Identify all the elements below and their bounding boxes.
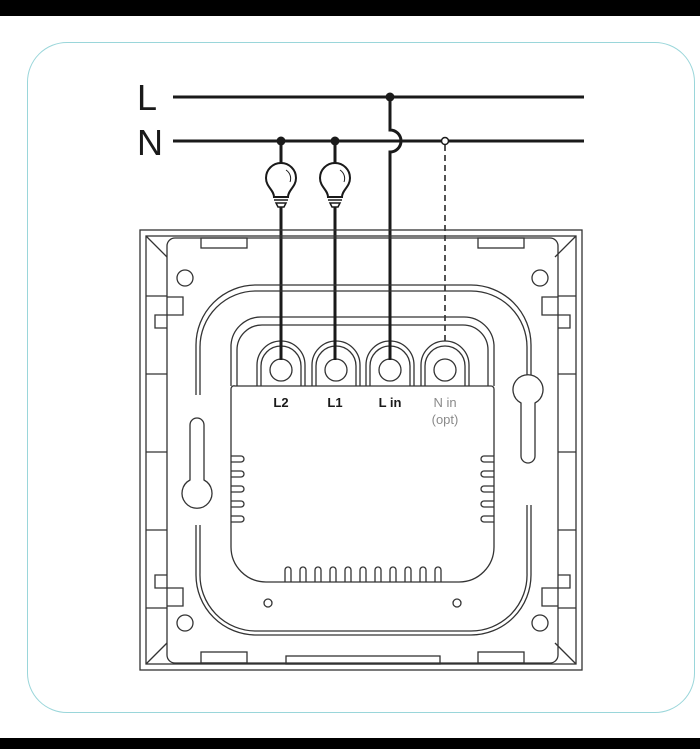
terminal-label-l2: L2 [273,395,288,410]
terminal-label-l1: L1 [327,395,342,410]
bottom-bar [0,738,700,749]
terminal-note-optional: (opt) [432,412,459,427]
neutral-line-label: N [137,122,163,163]
terminal-label-nin: N in [433,395,456,410]
top-bar [0,0,700,16]
junction-dot [385,92,395,102]
terminal-lin-screw [378,358,402,382]
bulb-icon [264,162,298,198]
terminal-l2-screw [269,358,293,382]
relay-module [230,385,495,583]
live-line-label: L [137,77,157,118]
terminal-nin-screw [433,358,457,382]
optional-junction [440,136,450,146]
diagram-frame [27,42,695,713]
terminal-label-lin: L in [379,395,402,410]
bulb-icon [318,162,352,198]
switch-back-plate [139,229,583,671]
live-feed-wire [388,97,403,370]
terminal-blocks [256,340,470,386]
terminal-l1-screw [324,358,348,382]
